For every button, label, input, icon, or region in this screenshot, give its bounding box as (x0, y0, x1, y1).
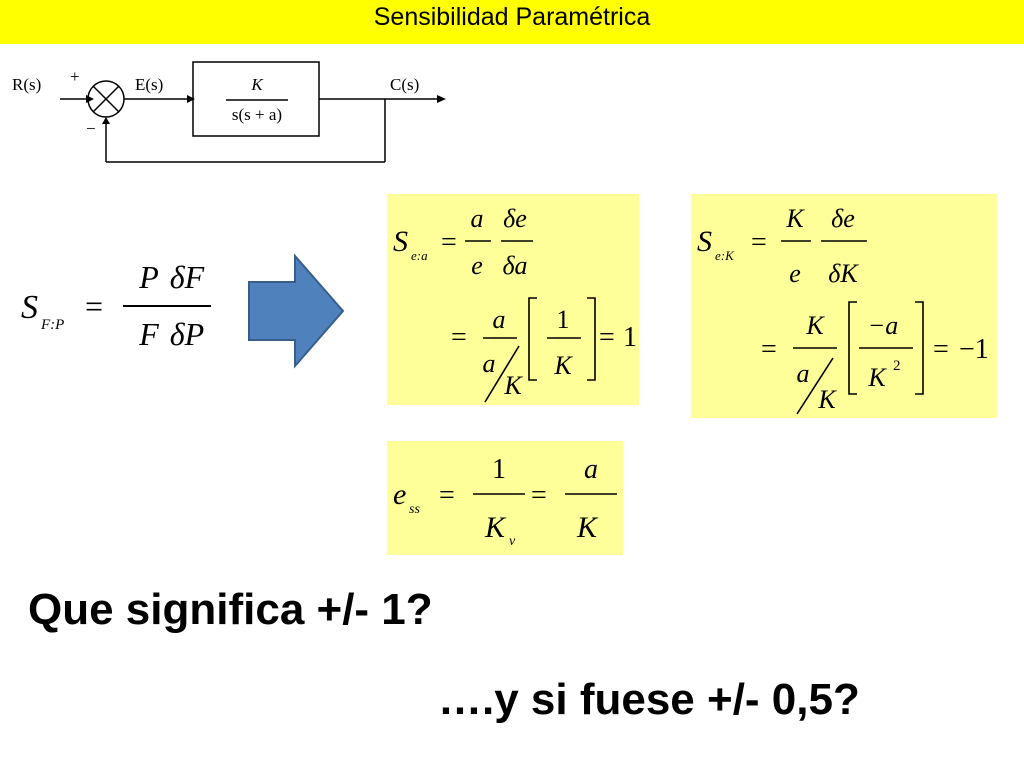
svg-text:S: S (393, 225, 408, 258)
svg-text:e:a: e:a (411, 248, 428, 263)
svg-text:e:K: e:K (715, 248, 735, 263)
arrow-right-icon (248, 253, 345, 369)
svg-text:=: = (751, 227, 767, 258)
svg-text:−1: −1 (959, 334, 989, 365)
svg-text:S: S (21, 289, 38, 326)
question-two: ….y si fuese +/- 0,5? (438, 675, 860, 724)
svg-text:a: a (797, 359, 810, 388)
svg-text:K: K (484, 511, 507, 544)
svg-text:e: e (789, 259, 801, 288)
svg-text:1: 1 (492, 454, 506, 485)
formula-sensitivity-K: S e:K = K e δe δK = K a K −a K 2 = −1 (697, 204, 989, 415)
tf-denominator: s(s + a) (232, 105, 282, 124)
svg-text:δP: δP (170, 316, 204, 352)
svg-text:δe: δe (831, 204, 855, 233)
output-label: C(s) (390, 75, 419, 94)
svg-text:=: = (441, 227, 457, 258)
formula-box-a: S e:a = a e δe δa = a a K 1 K = 1 (387, 194, 639, 405)
svg-text:=: = (531, 480, 547, 511)
title-bar (0, 0, 1024, 44)
svg-text:=: = (451, 322, 467, 353)
svg-text:K: K (785, 204, 805, 233)
svg-text:P: P (138, 259, 159, 295)
svg-text:F: F (138, 316, 159, 352)
svg-text:δF: δF (170, 259, 205, 295)
svg-text:1: 1 (623, 322, 637, 353)
formula-sensitivity-a: S e:a = a e δe δa = a a K 1 K = 1 (393, 204, 637, 403)
svg-text:v: v (509, 534, 516, 549)
formula-steady-state-error: e ss = 1 K v = a K (393, 454, 617, 549)
svg-text:δK: δK (828, 259, 859, 288)
transfer-function-block (192, 61, 320, 137)
formula-general: S F:P = P F δF δP (21, 259, 211, 352)
formula-box-K: S e:K = K e δe δK = K a K −a K 2 = −1 (691, 194, 997, 418)
svg-text:a: a (483, 349, 496, 378)
svg-text:=: = (933, 334, 949, 365)
tf-numerator: K (250, 75, 264, 94)
error-label: E(s) (135, 75, 163, 94)
svg-text:a: a (471, 204, 484, 233)
minus-sign: − (86, 119, 96, 138)
svg-text:2: 2 (893, 358, 901, 374)
svg-text:K: K (576, 511, 599, 544)
svg-text:K: K (805, 311, 825, 340)
svg-text:K: K (503, 371, 523, 400)
svg-text:F:P: F:P (40, 317, 64, 333)
svg-text:K: K (867, 363, 887, 392)
svg-text:e: e (393, 478, 406, 511)
svg-text:a: a (584, 454, 598, 485)
block-diagram: R(s) + − E(s) K s(s + a) C(s) (12, 61, 446, 163)
svg-text:=: = (85, 288, 103, 324)
svg-text:ss: ss (409, 502, 420, 517)
svg-text:e: e (471, 251, 483, 280)
svg-text:=: = (439, 480, 455, 511)
question-one: Que significa +/- 1? (28, 585, 433, 634)
svg-text:=: = (599, 322, 615, 353)
input-label: R(s) (12, 75, 41, 94)
svg-text:K: K (817, 385, 837, 414)
svg-text:a: a (493, 305, 506, 334)
svg-text:=: = (761, 334, 777, 365)
plus-sign: + (70, 67, 80, 86)
svg-text:δe: δe (503, 204, 527, 233)
slide-title: Sensibilidad Paramétrica (373, 3, 651, 31)
svg-text:S: S (697, 225, 712, 258)
svg-text:K: K (553, 351, 573, 380)
svg-text:−a: −a (868, 311, 899, 340)
svg-text:δa: δa (502, 251, 527, 280)
svg-text:1: 1 (557, 305, 570, 334)
formula-box-ess: e ss = 1 K v = a K (387, 441, 623, 555)
